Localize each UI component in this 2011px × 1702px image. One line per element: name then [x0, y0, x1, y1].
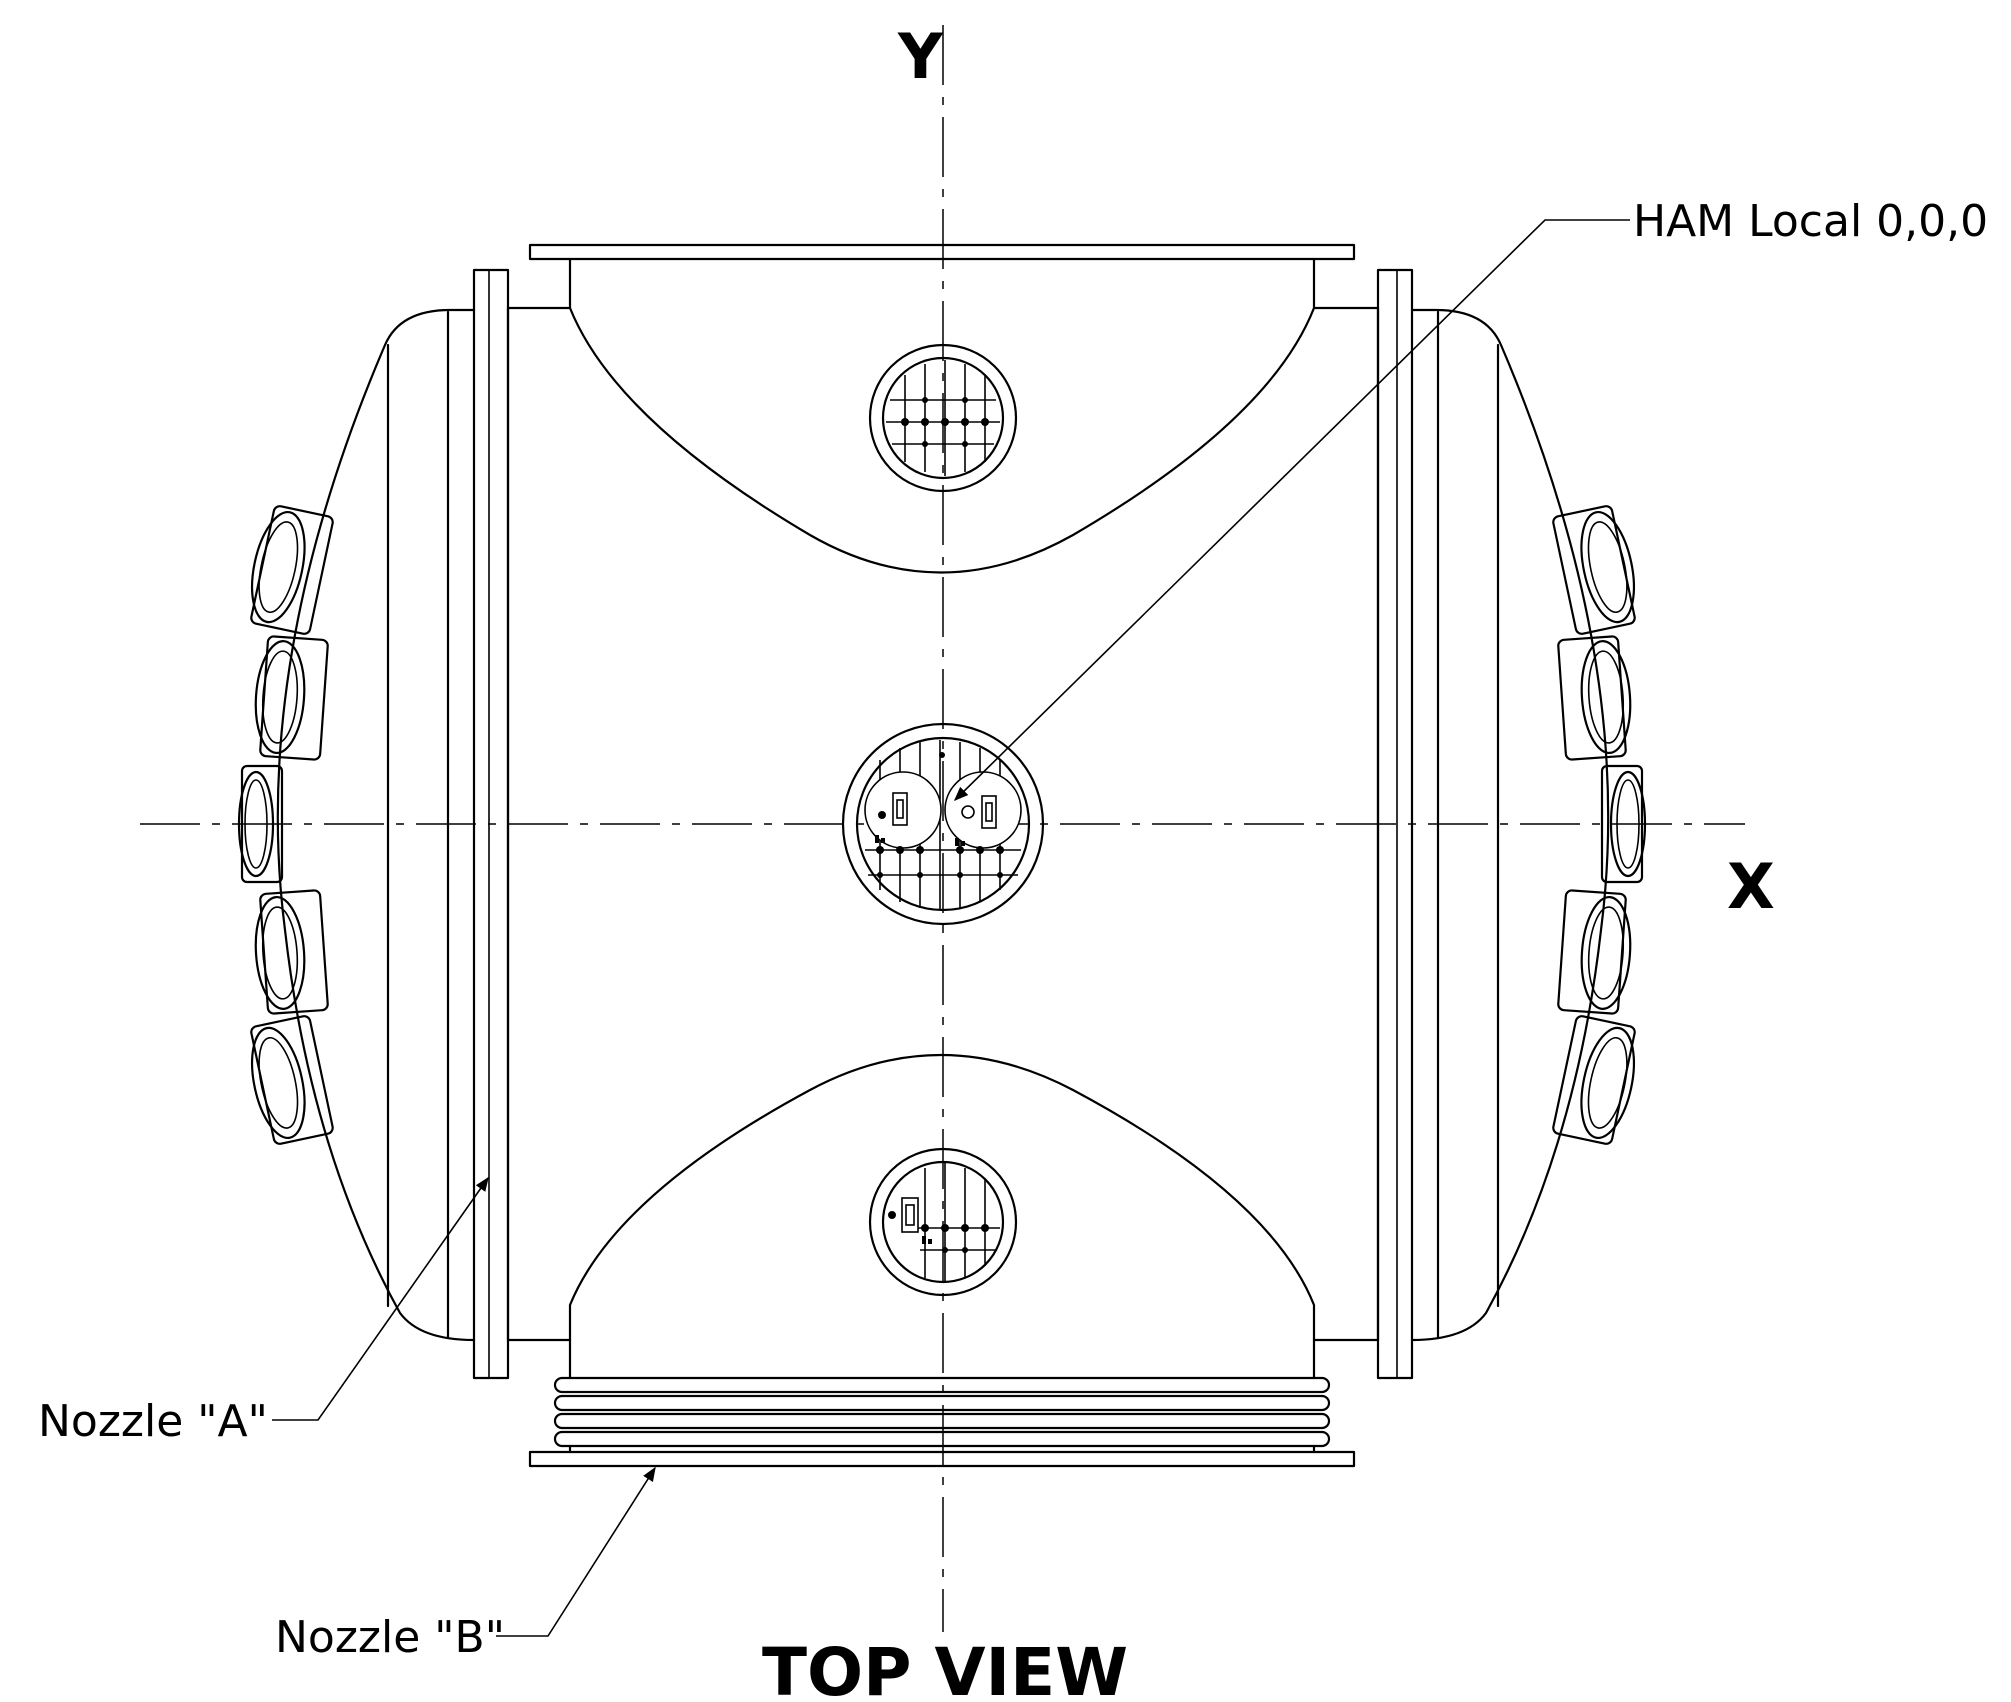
- view-title: TOP VIEW: [762, 1634, 1128, 1702]
- top-flange: [528, 243, 1356, 261]
- bottom-spool: [568, 1054, 1316, 1342]
- nozzle-b-leader: [496, 1466, 656, 1637]
- main-chamber: [506, 306, 1380, 1342]
- right-side-ports: [1552, 505, 1647, 1145]
- nozzle-b-label: Nozzle "B": [275, 1612, 505, 1663]
- nozzle-a-label: Nozzle "A": [38, 1396, 268, 1447]
- left-side-ports: [237, 505, 334, 1145]
- top-spool: [568, 257, 1316, 574]
- bottom-flange: [528, 1450, 1356, 1468]
- x-axis-label: X: [1727, 850, 1775, 923]
- right-flange: [1376, 268, 1414, 1380]
- origin-label: HAM Local 0,0,0: [1633, 196, 1988, 247]
- left-dome: [276, 308, 476, 1342]
- bottom-viewport: [868, 1147, 1018, 1297]
- bellows: [553, 1376, 1331, 1454]
- left-flange: [472, 268, 510, 1380]
- y-axis-label: Y: [897, 20, 944, 93]
- origin-leader: [953, 219, 1630, 802]
- top-viewport: [868, 343, 1018, 493]
- right-dome: [1410, 308, 1610, 1342]
- nozzle-a-leader: [272, 1176, 489, 1421]
